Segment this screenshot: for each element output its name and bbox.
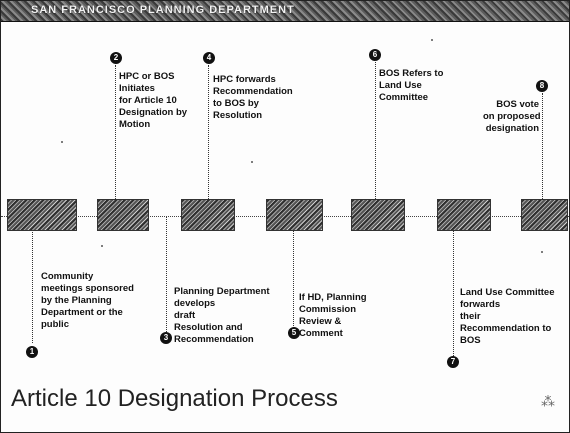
timeline-box-4	[266, 199, 323, 231]
scan-speck	[101, 245, 103, 247]
connector-step-6	[375, 62, 376, 199]
scan-speck	[251, 161, 253, 163]
connector-step-7	[453, 230, 454, 358]
connector-step-8	[542, 93, 543, 199]
step-2-marker: 2	[110, 52, 122, 64]
timeline-box-6	[437, 199, 491, 231]
scan-speck	[431, 39, 433, 41]
step-6-marker: 6	[369, 49, 381, 61]
timeline-box-7	[521, 199, 568, 231]
step-4-marker: 4	[203, 52, 215, 64]
connector-step-2	[115, 65, 116, 199]
connector-step-5	[293, 230, 294, 328]
scan-speck	[541, 251, 543, 253]
header-title: SAN FRANCISCO PLANNING DEPARTMENT	[31, 4, 295, 16]
step-1-marker: 1	[26, 346, 38, 358]
scan-artifact-icon: ⁂	[541, 393, 555, 409]
connector-step-1	[32, 230, 33, 343]
step-7-marker: 7	[447, 356, 459, 368]
step-3-marker: 3	[160, 332, 172, 344]
diagram-title: Article 10 Designation Process	[11, 385, 338, 412]
timeline-box-2	[97, 199, 149, 231]
timeline-box-3	[181, 199, 235, 231]
timeline-box-1	[7, 199, 77, 231]
connector-step-3	[166, 217, 167, 336]
step-5-marker: 5	[288, 327, 300, 339]
header-bar: SAN FRANCISCO PLANNING DEPARTMENT	[1, 1, 569, 22]
connector-step-4	[208, 65, 209, 199]
scan-speck	[61, 141, 63, 143]
step-8-marker: 8	[536, 80, 548, 92]
timeline-box-5	[351, 199, 405, 231]
